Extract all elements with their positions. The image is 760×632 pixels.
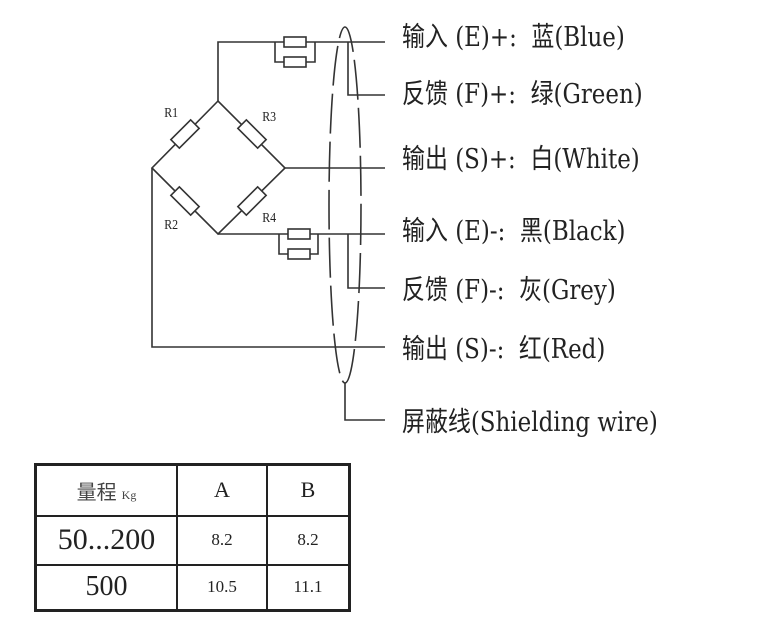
wire-label-signal-minus: 输出 (S)-: 红(Red) [402,334,606,365]
header-a: A [176,463,268,517]
wire-label-feedback-minus: 反馈 (F)-: 灰(Grey) [402,275,616,306]
cell-range: 500 [34,563,178,612]
resistor-r1 [169,118,201,150]
label-r3: R3 [262,110,277,125]
cell-b: 8.2 [266,514,351,566]
header-b: B [266,463,351,517]
table-header-row: 量程 Kg A B [34,463,351,517]
cell-a: 8.2 [176,514,268,566]
wire-label-excitation-plus: 输入 (E)+: 蓝(Blue) [402,22,625,53]
label-r1: R1 [164,106,179,121]
cell-a: 10.5 [176,563,268,612]
resistor-r4 [236,185,268,217]
header-unit: Kg [121,487,137,502]
cell-range: 50...200 [34,514,178,566]
label-r4: R4 [262,211,277,226]
wire-label-excitation-minus: 输入 (E)-: 黑(Black) [402,216,626,247]
table-row: 500 10.5 11.1 [34,563,351,612]
wire-label-signal-plus: 输出 (S)+: 白(White) [402,144,640,175]
capacity-table: 量程 Kg A B 50...200 8.2 8.2 500 10.5 11.1 [34,463,351,612]
cell-b: 11.1 [266,563,351,612]
wire-label-shield: 屏蔽线(Shielding wire) [402,407,658,438]
wire-label-feedback-plus: 反馈 (F)+: 绿(Green) [402,79,643,110]
resistor-r2 [169,185,201,217]
table-row: 50...200 8.2 8.2 [34,514,351,566]
shield-ellipse [328,26,362,384]
label-r2: R2 [164,218,179,233]
resistor-r3 [236,118,268,150]
header-range: 量程 [76,481,117,504]
